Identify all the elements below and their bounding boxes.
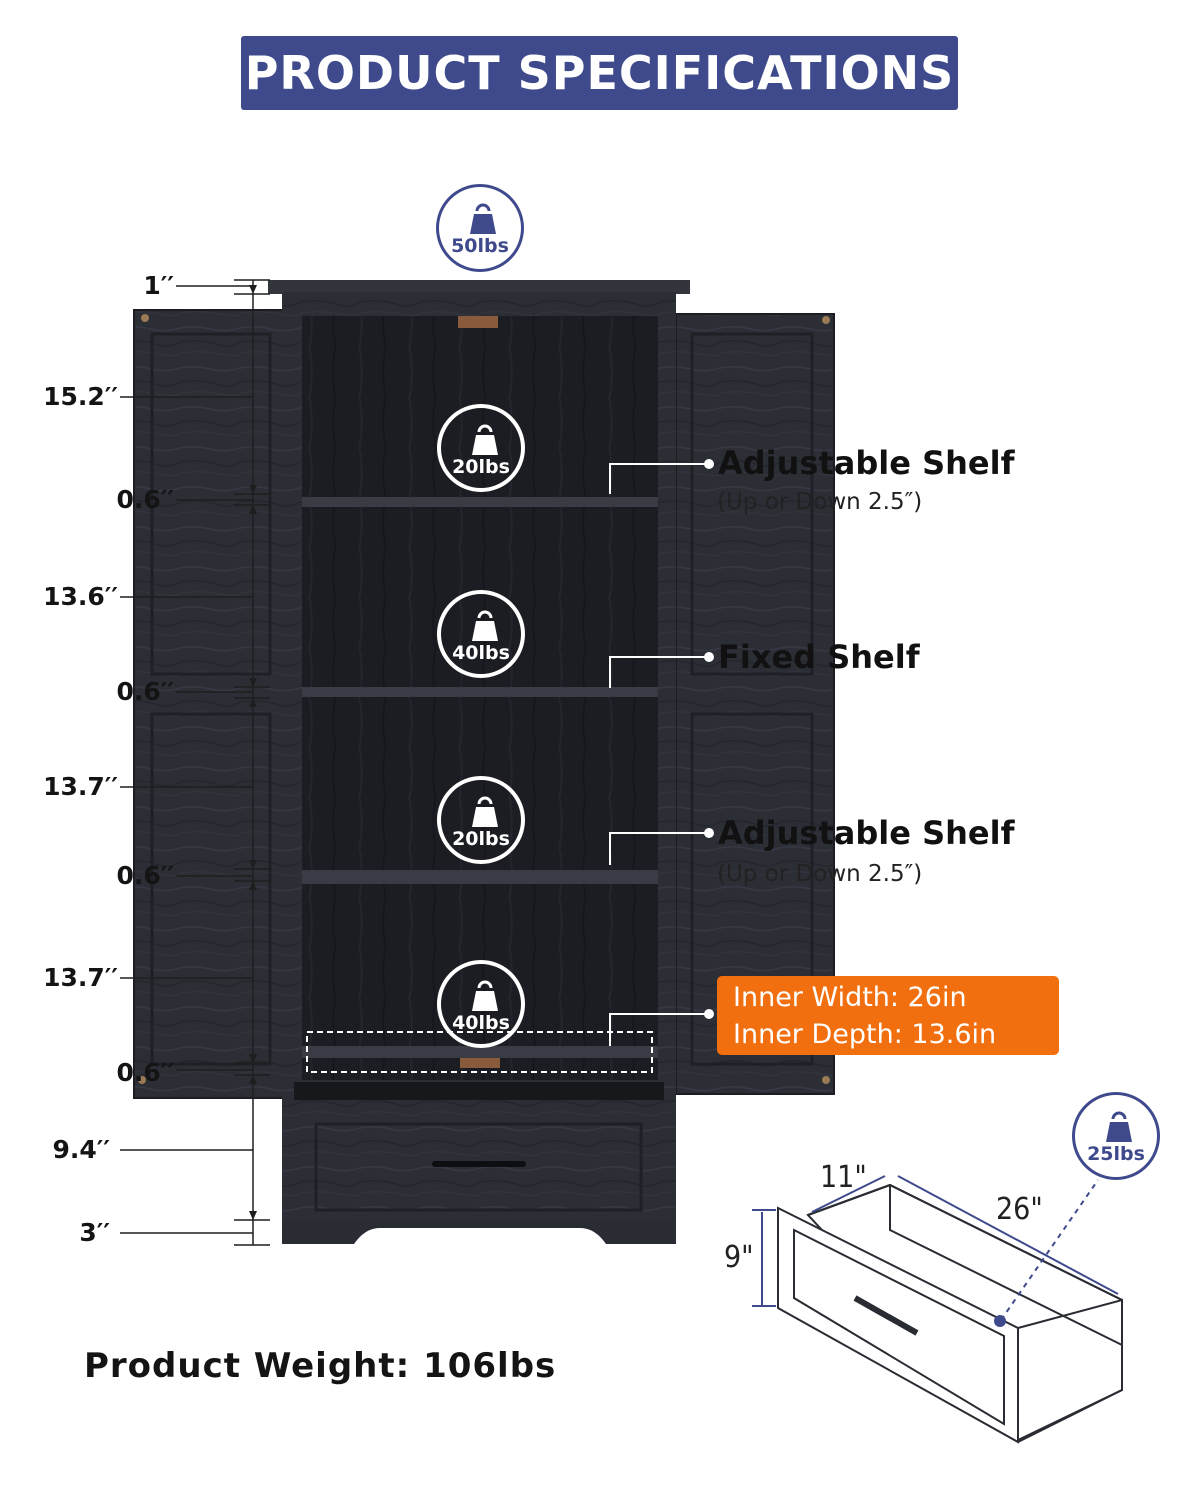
drawer-height-label: 9"	[724, 1240, 754, 1275]
dim-label-drawer: 9.4′′	[52, 1135, 110, 1164]
left-door	[133, 309, 289, 1099]
weight-bag-icon	[472, 796, 498, 827]
inner-dimensions-box: Inner Width: 26in Inner Depth: 13.6in	[717, 976, 1059, 1055]
shelf-3	[302, 870, 658, 884]
dim-label-shelf-3: 0.6′′	[116, 861, 174, 890]
weight-bag-icon	[472, 424, 498, 455]
shelf-load-badge-2: 40lbs	[437, 590, 525, 678]
callout-leaders	[609, 463, 708, 1046]
drawer-depth-label: 11"	[820, 1160, 867, 1195]
shelf-load-label: 40lbs	[452, 1012, 510, 1034]
drawer-dimension-lines	[752, 1175, 1119, 1321]
height-dimension-line	[120, 279, 270, 1246]
page-title: PRODUCT SPECIFICATIONS	[244, 46, 955, 100]
dim-label-base: 3′′	[79, 1218, 110, 1247]
callout-adjustable-shelf-2: Adjustable Shelf	[718, 814, 1015, 852]
shelf-load-label: 40lbs	[452, 642, 510, 664]
weight-bag-icon	[470, 203, 496, 234]
shelf-1	[302, 497, 658, 507]
drawer-load-badge: 25lbs	[1072, 1092, 1160, 1180]
shelf-load-badge-4: 40lbs	[437, 960, 525, 1048]
dim-label-shelf-4: 0.6′′	[116, 1058, 174, 1087]
callout-fixed-shelf: Fixed Shelf	[718, 638, 920, 676]
dim-label-shelf-2: 0.6′′	[116, 677, 174, 706]
top-load-label: 50lbs	[451, 235, 509, 257]
right-door	[675, 313, 835, 1095]
dim-label-compartment-1: 15.2′′	[43, 382, 118, 411]
callout-adjustable-shelf-1-note: (Up or Down 2.5″)	[717, 489, 923, 515]
top-load-badge: 50lbs	[436, 184, 524, 272]
dim-label-shelf-1: 0.6′′	[116, 485, 174, 514]
drawer-width-label: 26"	[996, 1192, 1043, 1227]
dim-label-compartment-4: 13.7′′	[43, 963, 118, 992]
drawer-illustration	[777, 1183, 1123, 1444]
title-banner: PRODUCT SPECIFICATIONS	[241, 36, 958, 110]
dim-label-top-panel: 1′′	[143, 271, 174, 300]
shelf-4	[302, 1046, 658, 1058]
inner-width: Inner Width: 26in	[733, 982, 967, 1013]
drawer-load-label: 25lbs	[1087, 1143, 1145, 1165]
weight-bag-icon	[472, 610, 498, 641]
shelf-load-label: 20lbs	[452, 456, 510, 478]
shelf-load-badge-3: 20lbs	[437, 776, 525, 864]
shelf-load-badge-1: 20lbs	[437, 404, 525, 492]
shelf-load-label: 20lbs	[452, 828, 510, 850]
product-weight: Product Weight: 106lbs	[84, 1346, 557, 1386]
callout-adjustable-shelf-2-note: (Up or Down 2.5″)	[717, 861, 923, 887]
weight-bag-icon	[472, 980, 498, 1011]
inner-depth: Inner Depth: 13.6in	[733, 1019, 997, 1050]
callout-adjustable-shelf-1: Adjustable Shelf	[718, 444, 1015, 482]
dim-label-compartment-3: 13.7′′	[43, 772, 118, 801]
shelf-2	[302, 687, 658, 697]
dim-label-compartment-2: 13.6′′	[43, 582, 118, 611]
weight-bag-icon	[1106, 1111, 1132, 1142]
